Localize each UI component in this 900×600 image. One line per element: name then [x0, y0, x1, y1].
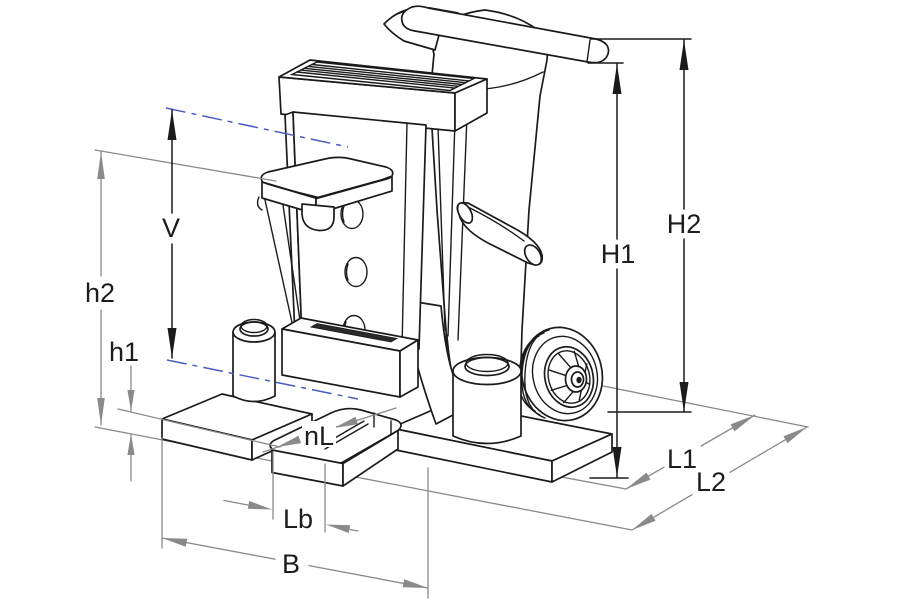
label-V: V: [162, 213, 180, 243]
dimension-B: [161, 437, 429, 599]
clamp-block: [281, 317, 419, 398]
centerlines: [165, 107, 359, 400]
label-L1: L1: [667, 444, 697, 474]
left-roller: [232, 318, 276, 403]
dimension-Lb: [223, 451, 359, 533]
label-L2: L2: [696, 467, 726, 497]
label-nL: nL: [304, 421, 334, 451]
top-handle-socket-bar: [383, 5, 610, 64]
toe-carrier: [264, 199, 303, 337]
dimension-h1: [117, 365, 281, 482]
label-h2: h2: [85, 278, 115, 308]
dimension-nL: [262, 407, 397, 453]
wheel: [518, 326, 604, 422]
label-H1: H1: [601, 239, 636, 269]
toe-raised: [256, 156, 394, 232]
label-h1: h1: [109, 337, 139, 367]
jack-drawing: [161, 5, 613, 487]
dimension-H2: [590, 38, 692, 413]
dimension-H1: [587, 62, 629, 479]
dimension-labels: V h2 h1 nL Lb B H1 H2 L1 L2: [85, 209, 726, 579]
toe-pivot-lug: [301, 203, 335, 232]
saddle-serrations: [296, 63, 470, 89]
dimension-V: [167, 109, 177, 359]
dimension-h2: [94, 149, 277, 426]
label-H2: H2: [667, 209, 702, 239]
dimension-L2: [631, 426, 808, 531]
lifting-column: [284, 111, 427, 350]
label-B: B: [282, 549, 300, 579]
label-Lb: Lb: [283, 504, 313, 534]
dimension-L1: [625, 414, 756, 490]
label-nL-backing: [302, 421, 336, 447]
right-roller: [452, 353, 522, 445]
